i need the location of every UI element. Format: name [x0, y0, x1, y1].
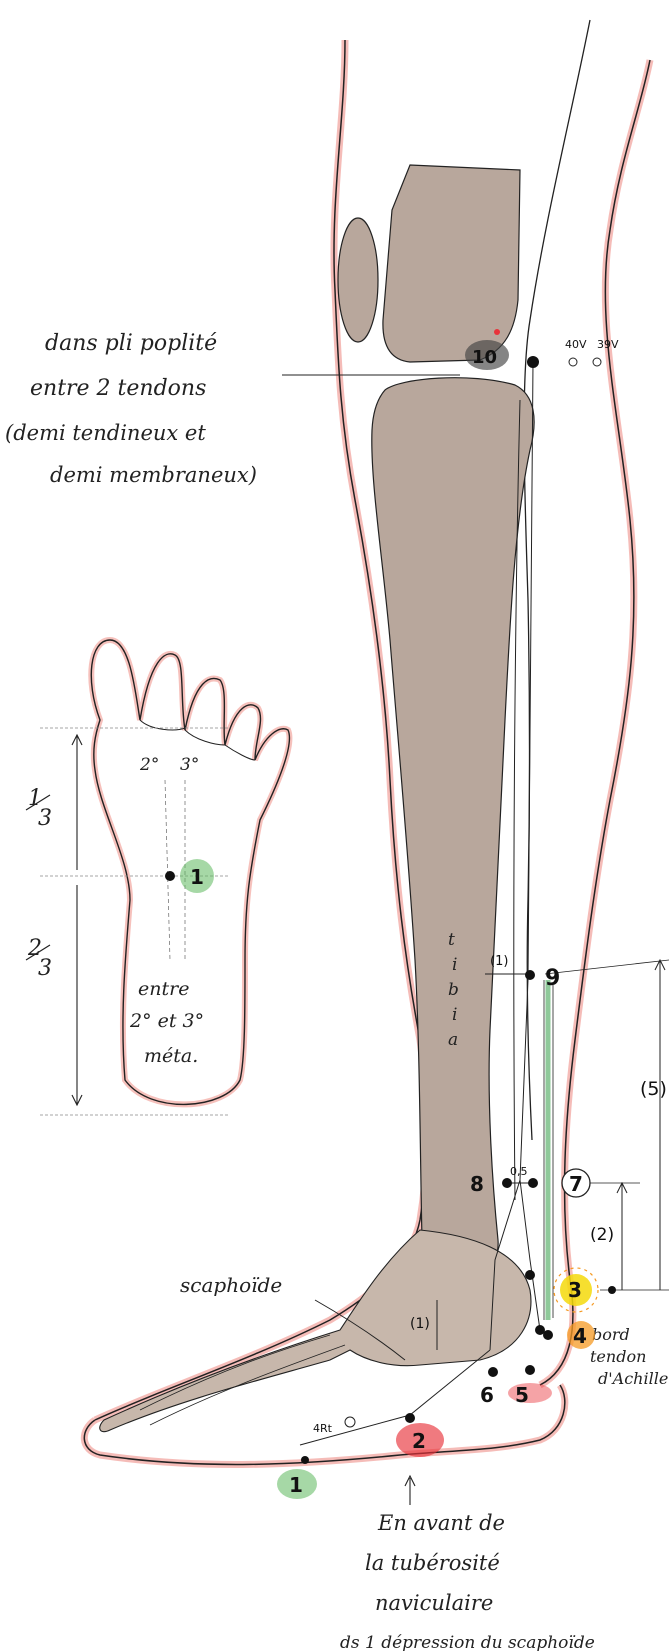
svg-text:(5): (5) [640, 1078, 667, 1100]
svg-text:3: 3 [568, 1278, 582, 1302]
svg-text:8: 8 [470, 1172, 484, 1196]
patella-bone [338, 218, 378, 342]
navicular-note-line1: En avant de [377, 1511, 505, 1535]
point-8: 8 [470, 1172, 538, 1196]
achilles-tendon [544, 980, 553, 1320]
measure-5: (5) [640, 960, 667, 1290]
svg-text:6: 6 [480, 1383, 494, 1407]
navicular-note-line2: la tubérosité [365, 1551, 500, 1575]
popliteal-note-line4: demi membraneux) [50, 463, 257, 487]
sole-note-line2: 2° et 3° [129, 1010, 204, 1032]
svg-text:t: t [448, 930, 455, 950]
navicular-note-line3: naviculaire [375, 1591, 493, 1615]
svg-text:(1): (1) [410, 1316, 430, 1332]
svg-text:(1): (1) [490, 954, 508, 969]
svg-text:1: 1 [190, 865, 204, 889]
svg-text:bord: bord [592, 1325, 630, 1344]
popliteal-note: dans pli poplité entre 2 tendons (demi t… [5, 331, 257, 487]
sole-fraction-lower: 2 3 [26, 936, 52, 981]
popliteal-note-line2: entre 2 tendons [30, 376, 206, 401]
point-9: 9 [525, 966, 560, 991]
sole-diagram [40, 640, 289, 1115]
label-39v: 39V [597, 338, 619, 351]
point-7: 7 [562, 1169, 590, 1197]
navicular-note-line4: ds 1 dépression du scaphoïde [340, 1633, 595, 1651]
achilles-border-label: bord tendon d'Achille [590, 1325, 668, 1388]
svg-text:tendon: tendon [590, 1347, 646, 1366]
svg-text:b: b [448, 980, 459, 1000]
popliteal-note-line3: (demi tendineux et [5, 421, 206, 445]
svg-text:9: 9 [545, 966, 560, 991]
fraction-lower-den: 3 [38, 956, 52, 981]
svg-text:0,5: 0,5 [510, 1165, 528, 1178]
svg-text:4: 4 [573, 1324, 587, 1348]
fraction-upper-den: 3 [38, 806, 52, 831]
toe-label-2: 2° [139, 755, 159, 775]
svg-text:7: 7 [569, 1172, 583, 1196]
toe-label-3: 3° [180, 755, 199, 775]
svg-text:10: 10 [472, 347, 497, 368]
svg-text:1: 1 [289, 1473, 303, 1497]
popliteal-note-line1: dans pli poplité [45, 331, 217, 356]
navicular-note: En avant de la tubérosité naviculaire ds… [340, 1511, 595, 1651]
svg-text:2: 2 [412, 1429, 426, 1453]
point-2: 2 [396, 1413, 444, 1457]
svg-text:a: a [448, 1030, 458, 1050]
sole-fraction-upper: 1 3 [26, 786, 52, 831]
sole-note-line3: méta. [144, 1045, 198, 1067]
svg-text:d'Achille: d'Achille [598, 1369, 668, 1388]
sole-point-1: 1 [165, 859, 214, 893]
measure-2: (2) [590, 1183, 627, 1290]
svg-text:i: i [452, 1005, 457, 1025]
label-40v: 40V [565, 338, 587, 351]
svg-text:(2): (2) [590, 1225, 614, 1245]
scaphoide-label: scaphoïde [180, 1273, 282, 1297]
label-4rt: 4Rt [313, 1422, 333, 1435]
svg-text:i: i [452, 955, 457, 975]
svg-text:5: 5 [515, 1383, 529, 1407]
sole-note-line1: entre [138, 978, 189, 1000]
